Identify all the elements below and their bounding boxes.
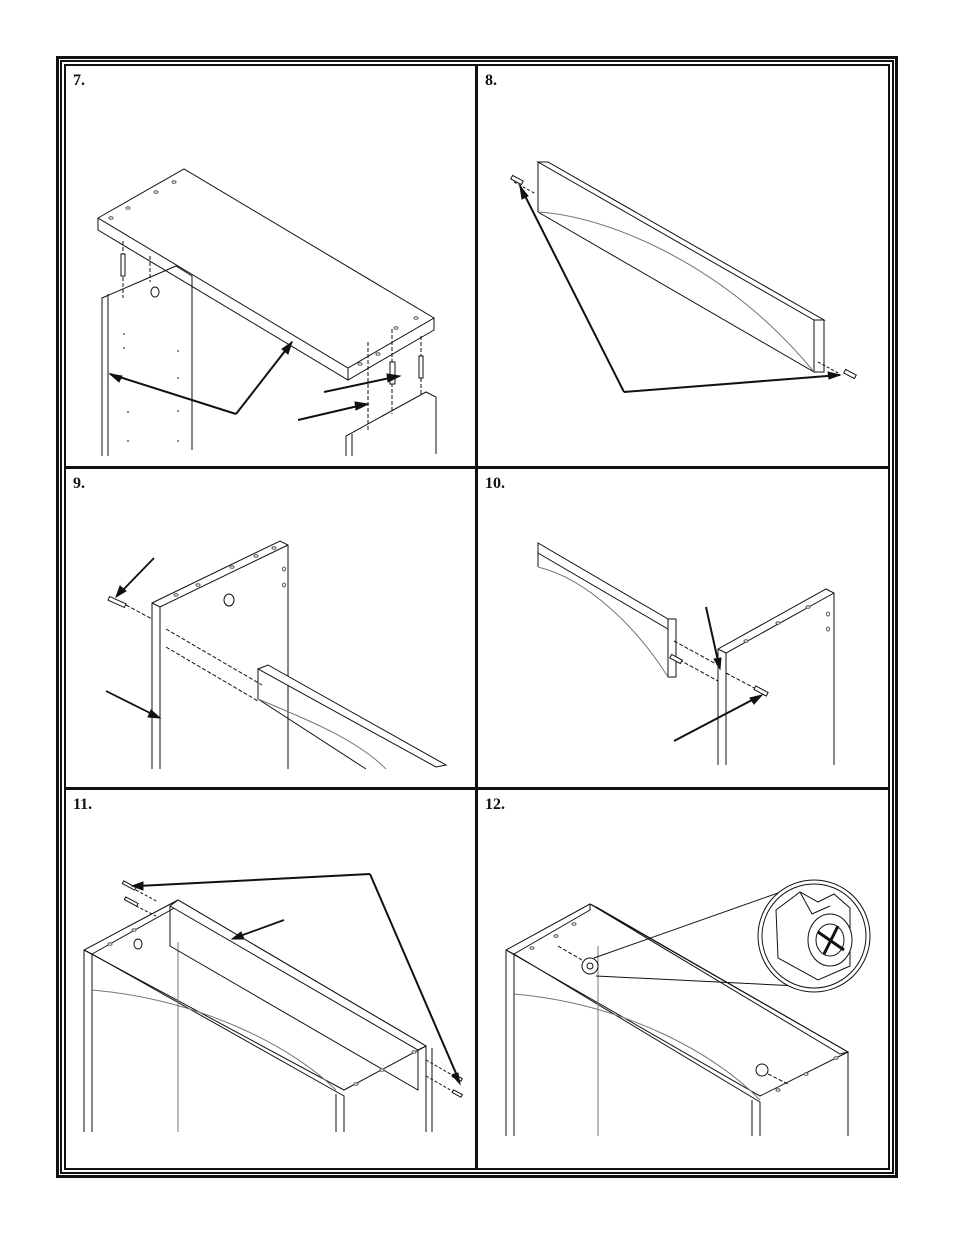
step-12-panel: 12. xyxy=(478,790,888,1168)
step-8-illustration xyxy=(478,66,888,466)
step-10-illustration xyxy=(478,469,888,787)
step-9-panel: 9. xyxy=(66,469,475,787)
step-10-panel: 10. xyxy=(478,469,888,787)
step-7-panel: 7. xyxy=(66,66,475,466)
step-11-panel: 11. xyxy=(66,790,475,1168)
step-7-illustration xyxy=(66,66,475,466)
step-12-illustration xyxy=(478,790,888,1168)
step-8-panel: 8. xyxy=(478,66,888,466)
step-11-illustration xyxy=(66,790,475,1168)
step-9-illustration xyxy=(66,469,475,787)
